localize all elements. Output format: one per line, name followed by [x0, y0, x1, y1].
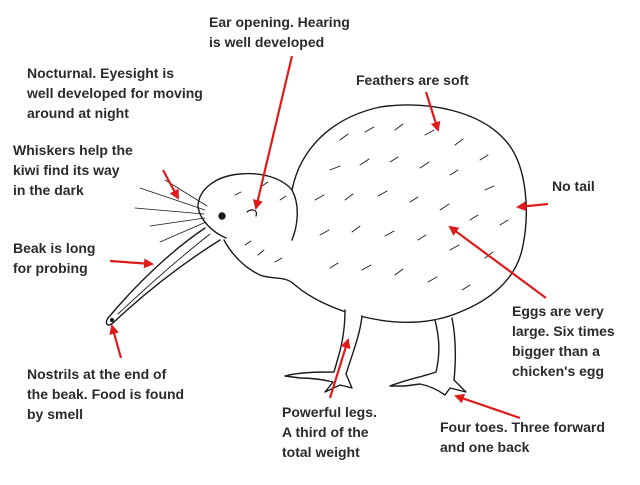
kiwi-illustration [105, 104, 527, 396]
arrow-tail [516, 201, 549, 212]
kiwi-leg-back [389, 317, 467, 396]
annotation-legs: Powerful legs. A third of the total weig… [282, 404, 377, 460]
kiwi-beak [105, 227, 221, 326]
kiwi-feathers [234, 123, 509, 291]
arrow-whiskers [162, 169, 179, 200]
annotation-nostrils: Nostrils at the end of the beak. Food is… [27, 366, 185, 422]
annotation-eggs: Eggs are very large. Six times bigger th… [512, 303, 615, 379]
kiwi-ear [246, 209, 257, 217]
arrows [109, 55, 549, 420]
annotation-tail: No tail [552, 178, 595, 194]
arrow-nostrils [109, 324, 123, 359]
arrow-eggs [448, 225, 547, 299]
arrow-ear [252, 55, 294, 210]
annotation-feathers: Feathers are soft [356, 72, 469, 88]
annotation-whiskers: Whiskers help the kiwi find its way in t… [13, 142, 133, 198]
annotation-ear: Ear opening. Hearing is well developed [209, 14, 350, 50]
kiwi-whiskers [134, 179, 208, 243]
arrow-beak [109, 258, 154, 269]
annotation-nocturnal: Nocturnal. Eyesight is well developed fo… [27, 65, 203, 121]
arrow-legs [328, 338, 351, 399]
kiwi-head [197, 172, 298, 241]
annotation-toes: Four toes. Three forward and one back [440, 419, 605, 455]
arrow-toes [454, 393, 521, 420]
kiwi-leg-front [284, 309, 363, 393]
arrow-feathers [424, 91, 441, 132]
kiwi-nostril [109, 317, 115, 323]
kiwi-body [223, 104, 527, 324]
annotation-beak: Beak is long for probing [13, 240, 96, 276]
kiwi-eye [218, 212, 226, 220]
